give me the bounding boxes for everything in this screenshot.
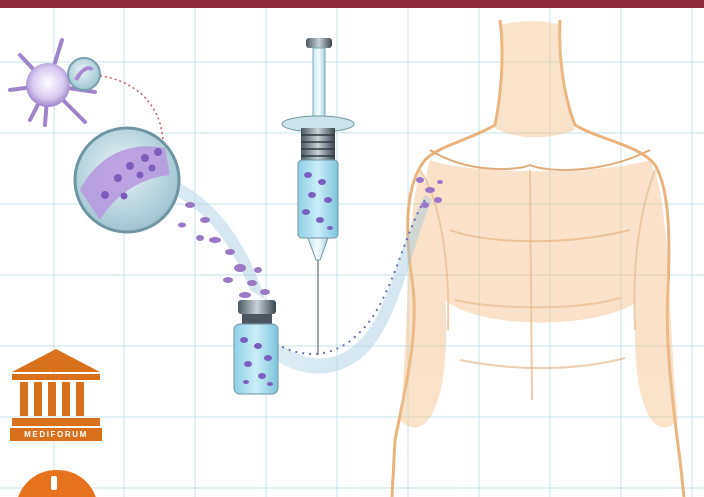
vial [234,300,278,394]
badge-mark [51,476,57,490]
magnifier-small [68,58,100,90]
magnifier-large [75,128,179,232]
logo-label: MEDIFORUM [10,428,102,441]
classical-building-icon [12,349,100,426]
torso-shading [400,21,678,427]
syringe [282,38,354,355]
